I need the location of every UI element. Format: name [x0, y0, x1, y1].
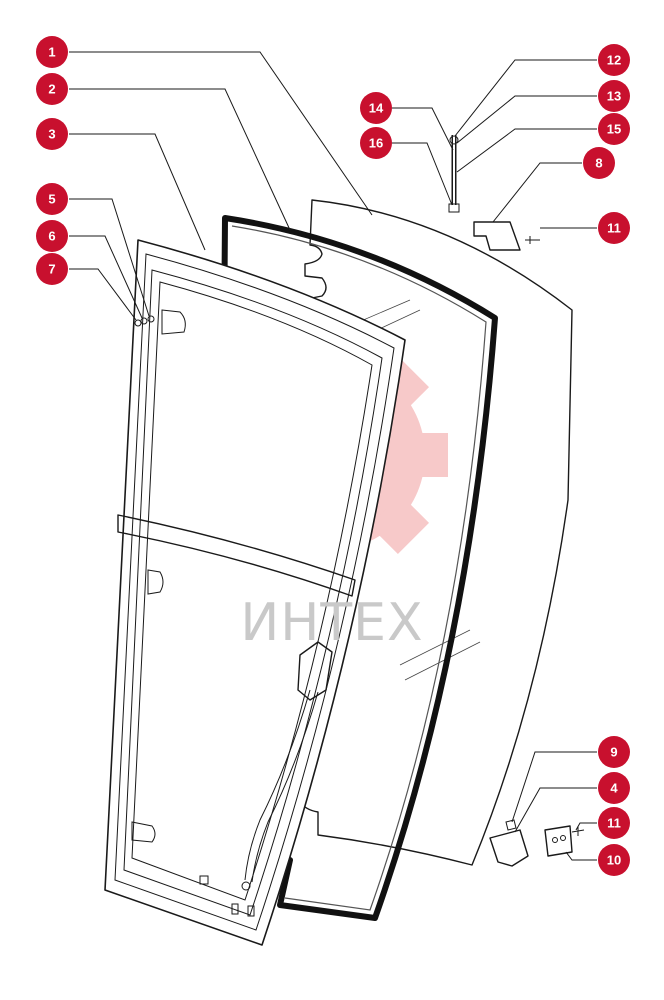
- callout-number: 7: [48, 262, 55, 277]
- lower-hinge-parts: [489, 819, 585, 867]
- callout-11b: 11: [598, 807, 630, 839]
- callout-4: 4: [598, 772, 630, 804]
- upper-hinge-parts: [448, 135, 540, 251]
- callout-14: 14: [360, 92, 392, 124]
- callout-badge: [598, 844, 630, 876]
- callout-13: 13: [598, 80, 630, 112]
- callout-badge: [36, 73, 68, 105]
- callout-number: 15: [607, 122, 621, 137]
- callout-3: 3: [36, 118, 68, 150]
- callout-7: 7: [36, 253, 68, 285]
- callout-number: 2: [48, 82, 55, 97]
- callout-badge: [583, 147, 615, 179]
- callout-badge: [598, 113, 630, 145]
- callout-badge: [598, 44, 630, 76]
- watermark-text: ИНТЕХ: [240, 593, 423, 653]
- callout-number: 11: [607, 816, 621, 831]
- callout-badge: [598, 80, 630, 112]
- callout-number: 11: [607, 221, 621, 236]
- callout-badge: [598, 807, 630, 839]
- callout-number: 8: [595, 156, 602, 171]
- callout-badge: [598, 212, 630, 244]
- callout-6: 6: [36, 220, 68, 252]
- callout-badge: [36, 183, 68, 215]
- callout-5: 5: [36, 183, 68, 215]
- callout-number: 13: [607, 89, 621, 104]
- callout-15: 15: [598, 113, 630, 145]
- callout-9: 9: [598, 736, 630, 768]
- callout-number: 1: [48, 45, 55, 60]
- callout-badge: [598, 772, 630, 804]
- callout-badge: [36, 253, 68, 285]
- callout-number: 9: [610, 745, 617, 760]
- callout-badge: [36, 36, 68, 68]
- door-frame: [104, 239, 406, 946]
- callout-number: 4: [610, 781, 618, 796]
- callout-1: 1: [36, 36, 68, 68]
- leader-lines: [69, 51, 597, 861]
- callout-badge: [598, 736, 630, 768]
- callout-number: 5: [48, 192, 55, 207]
- callout-number: 10: [607, 853, 621, 868]
- callout-badge: [36, 220, 68, 252]
- callout-11a: 11: [598, 212, 630, 244]
- callout-number: 3: [48, 127, 55, 142]
- callout-badge: [360, 92, 392, 124]
- callout-number: 6: [48, 229, 55, 244]
- callout-10: 10: [598, 844, 630, 876]
- callout-2: 2: [36, 73, 68, 105]
- callout-16: 16: [360, 127, 392, 159]
- callout-8: 8: [583, 147, 615, 179]
- callout-number: 12: [607, 53, 621, 68]
- callout-12: 12: [598, 44, 630, 76]
- callout-number: 16: [369, 136, 383, 151]
- callout-badge: [36, 118, 68, 150]
- callout-badge: [360, 127, 392, 159]
- callout-number: 14: [369, 101, 384, 116]
